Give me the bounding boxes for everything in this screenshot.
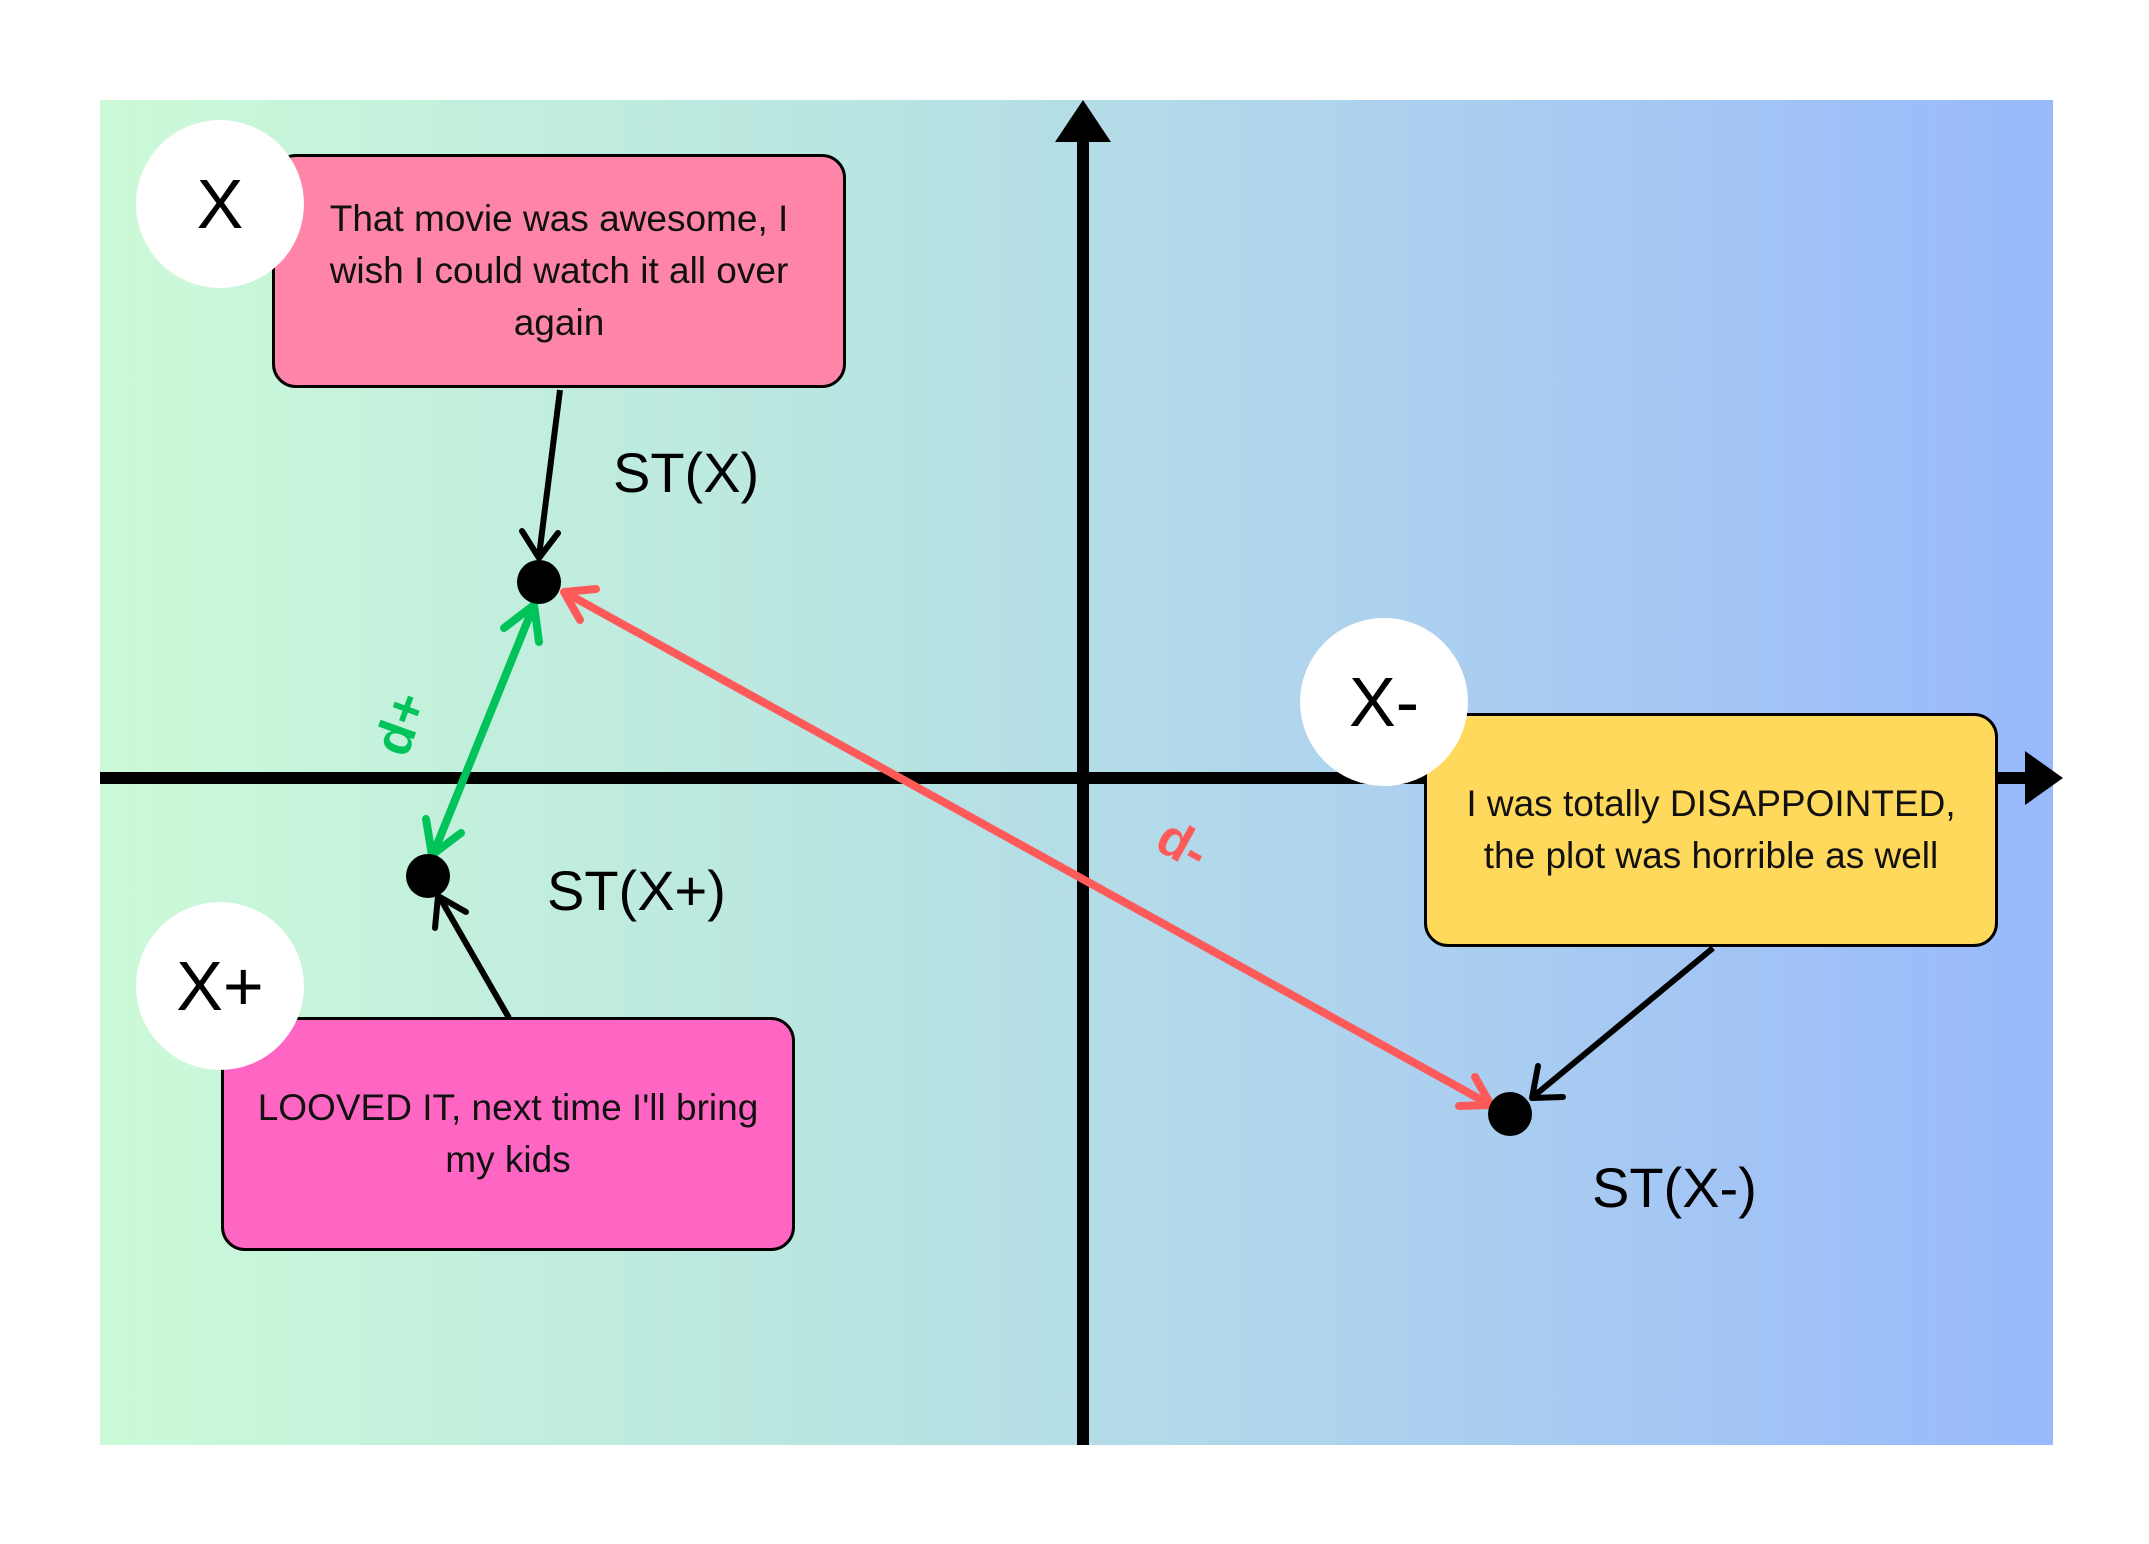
d-minus-arrowhead-top-icon bbox=[560, 585, 600, 624]
negative-embedding-label: ST(X-) bbox=[1592, 1156, 1757, 1219]
negative-embedding-point bbox=[1488, 1092, 1532, 1136]
positive-circle-label: X+ bbox=[176, 947, 264, 1025]
anchor-text: That movie was awesome, I wish I could w… bbox=[329, 198, 789, 343]
positive-text-box: LOOVED IT, next time I'll bring my kids bbox=[221, 1017, 795, 1251]
positive-embed-arrowhead-icon bbox=[432, 893, 469, 931]
anchor-circle-label: X bbox=[196, 165, 244, 243]
positive-circle: X+ bbox=[136, 902, 304, 1070]
anchor-text-box: That movie was awesome, I wish I could w… bbox=[272, 154, 846, 388]
positive-embed-arrow bbox=[437, 896, 512, 1020]
d-plus-arrowhead-top-icon bbox=[500, 601, 543, 646]
anchor-circle: X bbox=[136, 120, 304, 288]
positive-embedding-label: ST(X+) bbox=[547, 859, 726, 922]
d-minus-arrow bbox=[564, 590, 1491, 1107]
d-plus-arrow bbox=[430, 606, 536, 856]
negative-embed-arrowhead-icon bbox=[1529, 1063, 1566, 1101]
negative-circle-label: X- bbox=[1349, 663, 1419, 741]
y-axis-arrowhead-icon bbox=[1055, 100, 1111, 142]
positive-text: LOOVED IT, next time I'll bring my kids bbox=[257, 1087, 759, 1180]
anchor-embedding-point bbox=[517, 560, 561, 604]
anchor-embedding-label: ST(X) bbox=[613, 441, 760, 504]
anchor-embed-arrowhead-icon bbox=[519, 528, 561, 561]
negative-circle: X- bbox=[1300, 618, 1468, 786]
x-axis-arrowhead-icon bbox=[2025, 751, 2063, 805]
negative-embed-arrow bbox=[1532, 945, 1715, 1099]
positive-embedding-point bbox=[406, 854, 450, 898]
anchor-embed-arrow bbox=[536, 389, 563, 557]
negative-text-box: I was totally DISAPPOINTED, the plot was… bbox=[1424, 713, 1998, 947]
negative-text: I was totally DISAPPOINTED, the plot was… bbox=[1466, 783, 1956, 876]
